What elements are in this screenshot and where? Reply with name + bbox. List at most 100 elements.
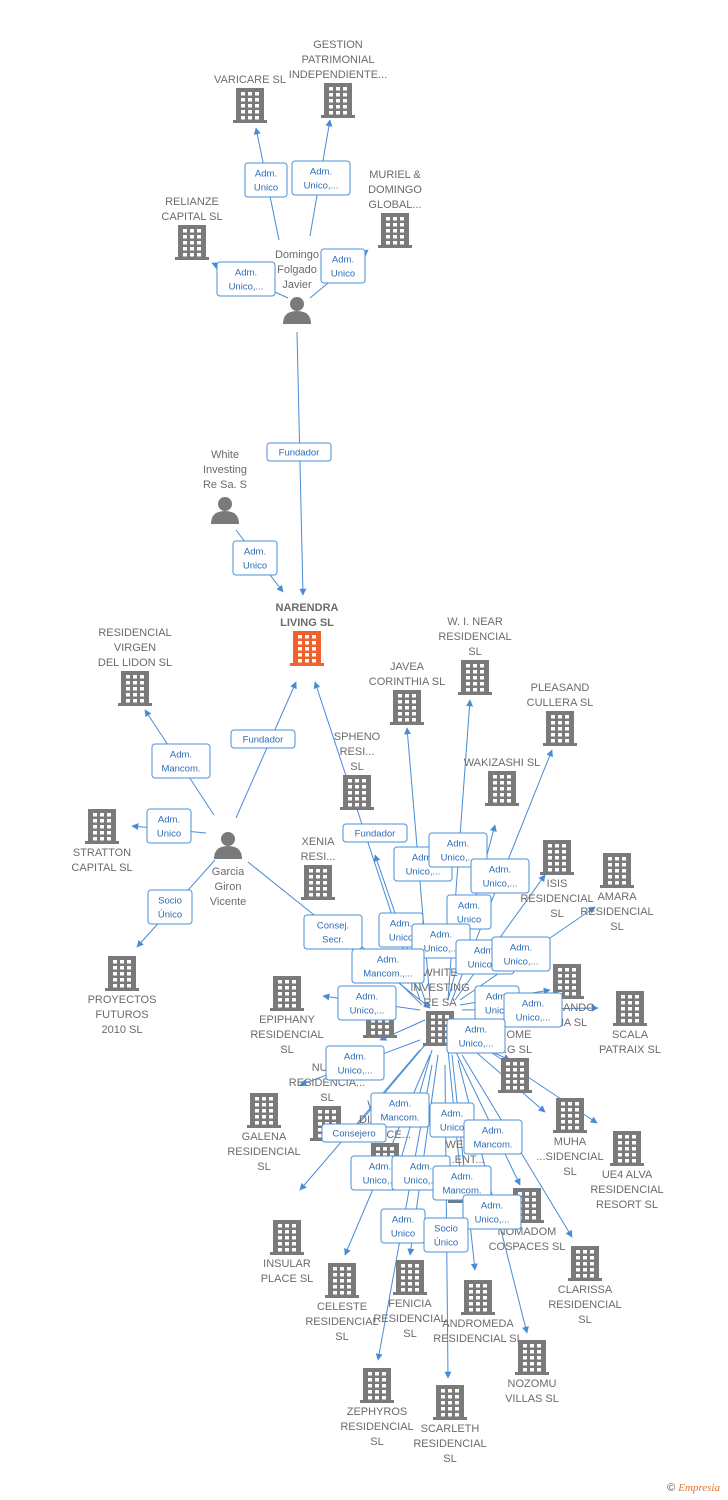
node-label-javea[interactable]: JAVEA: [390, 661, 425, 673]
node-label-relianze[interactable]: CAPITAL SL: [161, 211, 222, 223]
node-label-nozomu[interactable]: VILLAS SL: [505, 1393, 559, 1405]
node-label-muriel[interactable]: MURIEL &: [369, 169, 421, 181]
node-label-zephyros[interactable]: RESIDENCIAL: [340, 1421, 413, 1433]
company-icon-muriel[interactable]: [378, 213, 412, 248]
node-label-domingo[interactable]: Folgado: [277, 264, 317, 276]
node-label-scala[interactable]: SCALA: [612, 1029, 649, 1041]
company-icon-wnear[interactable]: [458, 660, 492, 695]
node-label-whiteinv[interactable]: Investing: [203, 464, 247, 476]
company-icon-crhome[interactable]: [498, 1058, 532, 1093]
company-icon-insular[interactable]: [270, 1220, 304, 1255]
node-label-ue4[interactable]: RESIDENCIAL: [590, 1184, 663, 1196]
company-icon-muha[interactable]: [553, 1098, 587, 1133]
node-label-muriel[interactable]: GLOBAL...: [368, 199, 421, 211]
focus-company-icon-narendra[interactable]: [290, 631, 324, 666]
node-label-clarissa[interactable]: CLARISSA: [558, 1284, 613, 1296]
node-label-virgen[interactable]: RESIDENCIAL: [98, 627, 171, 639]
node-label-ue4[interactable]: UE4 ALVA: [602, 1169, 653, 1181]
node-label-fenicia[interactable]: RESIDENCIAL: [373, 1313, 446, 1325]
node-label-isis[interactable]: ISIS: [547, 878, 568, 890]
node-label-narendra[interactable]: NARENDRA: [276, 602, 339, 614]
company-icon-virgen[interactable]: [118, 671, 152, 706]
node-label-spheno[interactable]: RESI...: [340, 746, 375, 758]
node-label-crhome[interactable]: ...G SL: [498, 1044, 532, 1056]
node-label-wnear[interactable]: RESIDENCIAL: [438, 631, 511, 643]
company-icon-relianze[interactable]: [175, 225, 209, 260]
company-icon-pesando[interactable]: [550, 964, 584, 999]
node-label-fenicia[interactable]: SL: [403, 1328, 416, 1340]
node-label-epiphany[interactable]: SL: [280, 1044, 293, 1056]
node-label-garcia[interactable]: Giron: [215, 881, 242, 893]
relation-badge-r29[interactable]: Adm.Mancom.: [463, 1119, 523, 1155]
node-label-proyectos[interactable]: FUTUROS: [95, 1009, 148, 1021]
node-label-muriel[interactable]: DOMINGO: [368, 184, 422, 196]
node-label-andromeda[interactable]: ANDROMEDA: [442, 1318, 514, 1330]
relation-badge-r24[interactable]: Adm.Unico,...: [503, 992, 563, 1028]
relation-badge-r16[interactable]: Consej.Secr.: [303, 914, 363, 950]
company-icon-javea[interactable]: [390, 690, 424, 725]
relation-badge-r13[interactable]: Adm.Unico,...: [428, 832, 488, 868]
node-label-isis[interactable]: SL: [550, 908, 563, 920]
company-icon-spheno[interactable]: [340, 775, 374, 810]
node-label-muha[interactable]: MUHA: [554, 1136, 587, 1148]
company-icon-varicare[interactable]: [233, 88, 267, 123]
node-label-andromeda[interactable]: RESIDENCIAL SL: [433, 1333, 522, 1345]
relation-badge-r5[interactable]: Fundador: [266, 442, 332, 462]
node-label-whiteinv[interactable]: Re Sa. S: [203, 479, 247, 491]
relation-badge-r33[interactable]: Adm.Mancom.: [432, 1165, 492, 1201]
node-label-whiteinvsa[interactable]: WHITE: [422, 967, 457, 979]
node-label-whiteinvsa[interactable]: INVESTING: [410, 982, 469, 994]
company-icon-epiphany[interactable]: [270, 976, 304, 1011]
node-label-whiteinv[interactable]: White: [211, 449, 239, 461]
node-label-scarleth[interactable]: SL: [443, 1453, 456, 1465]
node-label-fenicia[interactable]: FENICIA: [388, 1298, 432, 1310]
node-label-garcia[interactable]: Garcia: [212, 866, 245, 878]
relation-badge-r19[interactable]: Adm.Mancom.,...: [351, 948, 425, 984]
node-label-amara[interactable]: SL: [610, 921, 623, 933]
node-label-stratton[interactable]: STRATTON: [73, 847, 131, 859]
relation-badge-r6[interactable]: Adm.Unico: [232, 540, 278, 576]
node-label-insular[interactable]: PLACE SL: [261, 1273, 314, 1285]
company-icon-andromeda[interactable]: [461, 1280, 495, 1315]
relation-badge-r1[interactable]: Adm.Unico: [244, 162, 288, 198]
node-label-domingo[interactable]: Javier: [282, 279, 312, 291]
company-icon-pleasand[interactable]: [543, 711, 577, 746]
company-icon-stratton[interactable]: [85, 809, 119, 844]
node-label-xenia[interactable]: RESI...: [301, 851, 336, 863]
node-label-wakizashi[interactable]: WAKIZASHI SL: [464, 757, 541, 769]
node-label-muha[interactable]: ...SIDENCIAL: [536, 1151, 603, 1163]
node-label-nozomu[interactable]: NOZOMU: [508, 1378, 557, 1390]
relation-badge-r30[interactable]: Consejero: [321, 1123, 387, 1143]
node-label-whiteinvsa[interactable]: RE SA: [423, 997, 457, 1009]
node-label-javea[interactable]: CORINTHIA SL: [369, 676, 445, 688]
node-label-clarissa[interactable]: SL: [578, 1314, 591, 1326]
node-label-galena[interactable]: RESIDENCIAL: [227, 1146, 300, 1158]
relation-badge-r27[interactable]: Adm.Mancom.: [370, 1092, 430, 1128]
relation-badge-r8[interactable]: Fundador: [230, 729, 296, 749]
company-icon-celeste[interactable]: [325, 1263, 359, 1298]
node-label-amara[interactable]: RESIDENCIAL: [580, 906, 653, 918]
company-icon-nozomu[interactable]: [515, 1340, 549, 1375]
company-icon-galena[interactable]: [247, 1093, 281, 1128]
relation-badge-r14[interactable]: Adm.Unico,...: [470, 858, 530, 894]
company-icon-proyectos[interactable]: [105, 956, 139, 991]
node-label-virgen[interactable]: VIRGEN: [114, 642, 156, 654]
node-label-relianze[interactable]: RELIANZE: [165, 196, 219, 208]
node-label-stratton[interactable]: CAPITAL SL: [71, 862, 132, 874]
node-label-scarleth[interactable]: SCARLETH: [421, 1423, 480, 1435]
node-label-amara[interactable]: AMARA: [597, 891, 637, 903]
company-icon-amara[interactable]: [600, 853, 634, 888]
node-label-celeste[interactable]: CELESTE: [317, 1301, 367, 1313]
node-label-proyectos[interactable]: 2010 SL: [102, 1024, 143, 1036]
node-label-clarissa[interactable]: RESIDENCIAL: [548, 1299, 621, 1311]
person-icon-garcia[interactable]: [214, 832, 242, 859]
relation-badge-r3[interactable]: Adm.Unico,...: [216, 261, 276, 297]
relation-badge-r7[interactable]: Adm.Mancom.: [151, 743, 211, 779]
node-label-zephyros[interactable]: SL: [370, 1436, 383, 1448]
node-label-gestion[interactable]: INDEPENDIENTE...: [289, 69, 387, 81]
relation-badge-r2[interactable]: Adm.Unico,...: [291, 160, 351, 196]
node-label-spheno[interactable]: SL: [350, 761, 363, 773]
company-icon-gestion[interactable]: [321, 83, 355, 118]
node-label-pleasand[interactable]: CULLERA SL: [527, 697, 594, 709]
